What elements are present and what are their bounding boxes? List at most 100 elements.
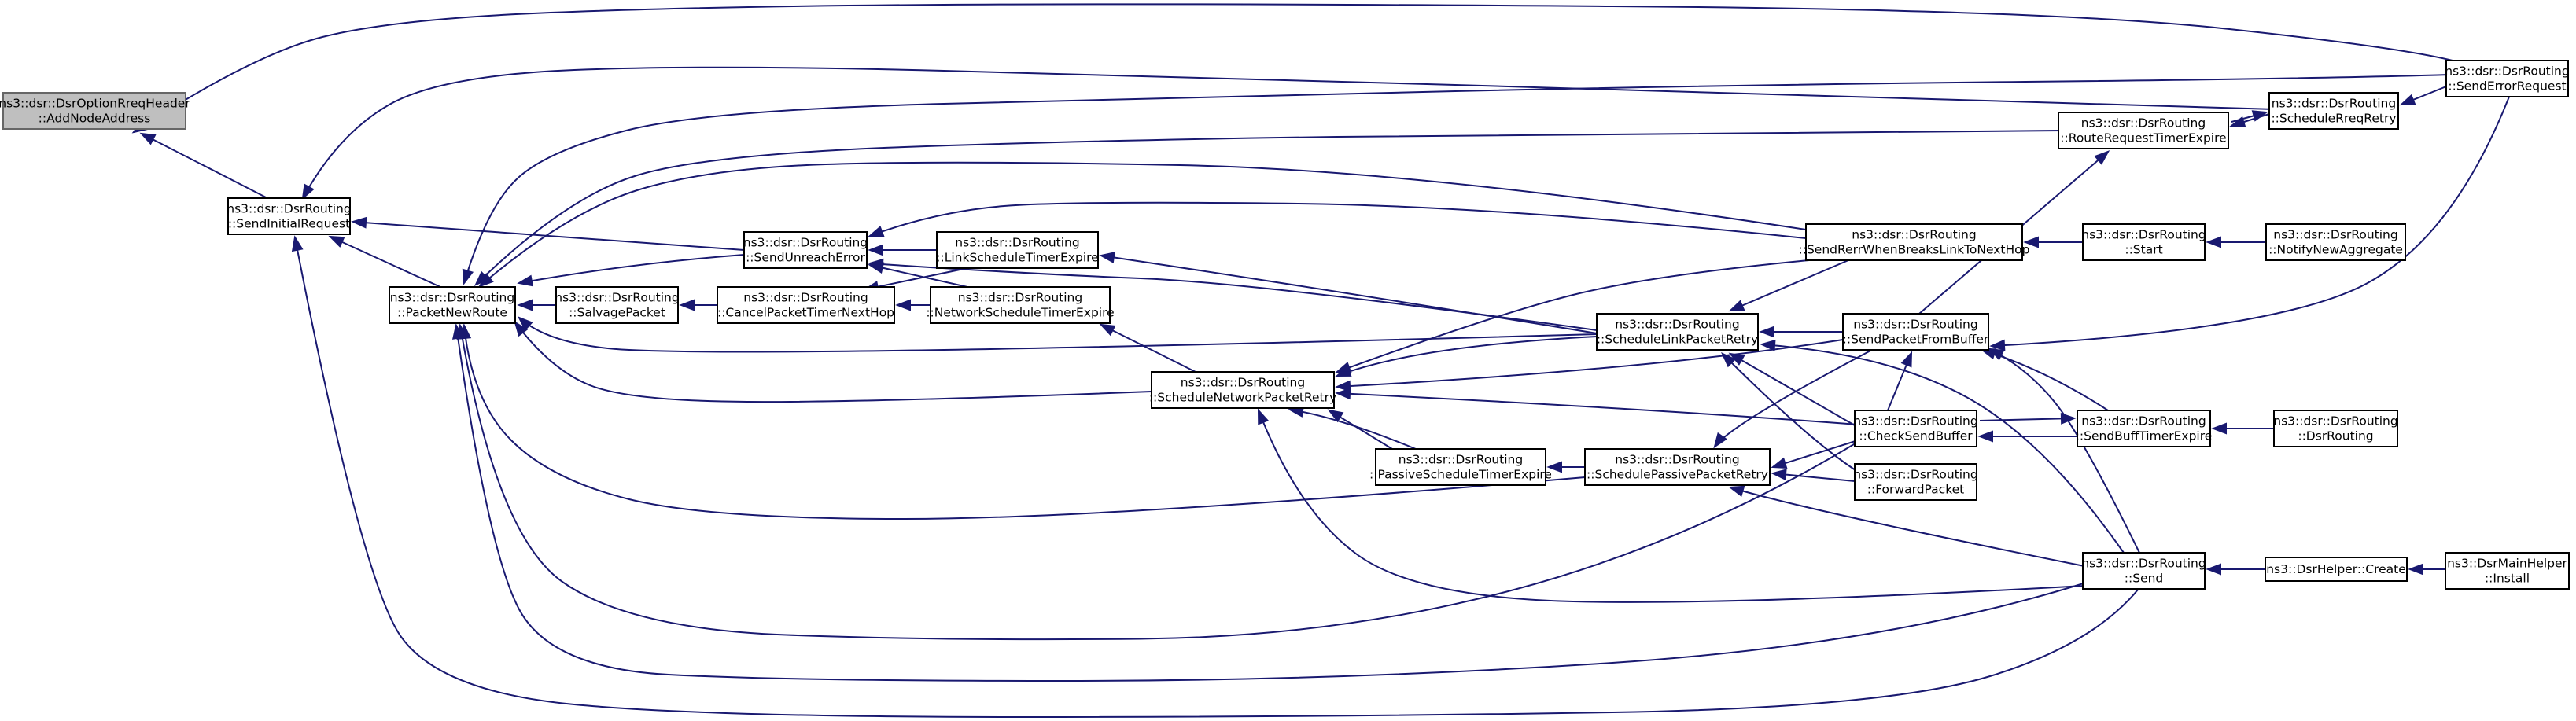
- edge-line: [455, 325, 2087, 682]
- node-box[interactable]: [936, 231, 1099, 269]
- node-sendbuff[interactable]: ns3::dsr::DsrRouting::SendBuffTimerExpir…: [2076, 410, 2213, 447]
- node-box[interactable]: [717, 286, 895, 324]
- node-box[interactable]: [2445, 552, 2570, 590]
- edge-send-to-sendpktbuf: [1988, 348, 2140, 554]
- node-ctor[interactable]: ns3::dsr::DsrRouting::DsrRouting: [2273, 410, 2398, 447]
- node-addnode[interactable]: ns3::dsr::DsrOptionRreqHeader::AddNodeAd…: [0, 92, 190, 130]
- node-install[interactable]: ns3::DsrMainHelper::Install: [2445, 552, 2570, 590]
- arrowhead: [139, 132, 157, 145]
- node-schednet[interactable]: ns3::dsr::DsrRouting::ScheduleNetworkPac…: [1149, 371, 1336, 409]
- node-box[interactable]: [2268, 92, 2399, 130]
- node-label-line: ns3::dsr::DsrRouting: [227, 202, 351, 216]
- edge-forward-to-schedlink: [1720, 351, 1859, 473]
- node-box[interactable]: [1842, 313, 1989, 351]
- edge-schednet-to-pktnew: [514, 320, 1152, 403]
- edge-line: [1979, 418, 2075, 421]
- node-create[interactable]: ns3::DsrHelper::Create: [2265, 557, 2408, 582]
- node-label-line: ns3::dsr::DsrRouting: [2445, 64, 2569, 79]
- arrowhead: [868, 244, 883, 256]
- node-label-line: ns3::dsr::DsrRouting: [2081, 557, 2206, 571]
- node-label-line: ::PassiveScheduleTimerExpire: [1369, 468, 1552, 482]
- node-box[interactable]: [1854, 463, 1977, 501]
- node-box[interactable]: [2445, 60, 2569, 97]
- node-box[interactable]: [930, 286, 1111, 324]
- node-checksend[interactable]: ns3::dsr::DsrRouting::CheckSendBuffer: [1853, 410, 1978, 447]
- node-label-line: ns3::dsr::DsrRouting: [1181, 376, 1305, 390]
- node-label-line: ns3::dsr::DsrRouting: [743, 236, 868, 250]
- edge-sendbuff-to-sendpktbuf: [1980, 348, 2109, 411]
- edge-senderror-to-sendpktbuf: [1989, 96, 2510, 351]
- node-label-line: ::Start: [2125, 243, 2162, 257]
- node-label-line: ::SendInitialRequest: [228, 217, 350, 231]
- edge-senderrwhen-to-schedlink: [1728, 259, 1849, 312]
- node-salvage[interactable]: ns3::dsr::DsrRouting::SalvagePacket: [555, 286, 680, 324]
- node-box[interactable]: [1805, 223, 2023, 261]
- node-box[interactable]: [555, 286, 679, 324]
- edge-send-to-schedpassive: [1728, 485, 2085, 567]
- arrowhead: [2251, 110, 2268, 122]
- node-label-line: ns3::dsr::DsrOptionRreqHeader: [0, 97, 190, 111]
- node-sendinit[interactable]: ns3::dsr::DsrRouting::SendInitialRequest: [227, 197, 352, 235]
- node-box[interactable]: [2082, 552, 2206, 590]
- node-routereq[interactable]: ns3::dsr::DsrRouting::RouteRequestTimerE…: [2058, 112, 2229, 149]
- node-notify[interactable]: ns3::dsr::DsrRouting::NotifyNewAggregate: [2265, 223, 2406, 261]
- node-box[interactable]: [2082, 223, 2206, 261]
- node-box[interactable]: [227, 197, 351, 235]
- node-start[interactable]: ns3::dsr::DsrRouting::Start: [2081, 223, 2206, 261]
- node-box[interactable]: [2273, 410, 2398, 447]
- edge-pktnew-to-sendinit: [328, 235, 441, 288]
- arrowhead: [2408, 563, 2423, 576]
- node-pktnew[interactable]: ns3::dsr::DsrRouting::PacketNewRoute: [389, 286, 516, 324]
- node-netsched[interactable]: ns3::dsr::DsrRouting::NetworkScheduleTim…: [926, 286, 1115, 324]
- node-senderrwhen[interactable]: ns3::dsr::DsrRouting::SendRerrWhenBreaks…: [1799, 223, 2030, 261]
- arrowhead: [868, 262, 885, 274]
- node-label-line: ns3::dsr::DsrRouting: [958, 291, 1082, 305]
- node-box[interactable]: [1151, 371, 1335, 409]
- arrowhead: [462, 268, 474, 285]
- node-label-line: ::PacketNewRoute: [397, 306, 507, 320]
- node-senderror[interactable]: ns3::dsr::DsrRouting::SendErrorRequest: [2445, 60, 2570, 97]
- edge-send-to-schedlink: [1760, 339, 2125, 554]
- arrowhead: [1335, 380, 1351, 392]
- node-box[interactable]: [1854, 410, 1977, 447]
- node-box[interactable]: [2265, 223, 2406, 261]
- node-box[interactable]: [1375, 448, 1546, 486]
- arrowhead: [517, 299, 533, 311]
- arrowhead: [1713, 432, 1727, 449]
- node-passivesched[interactable]: ns3::dsr::DsrRouting::PassiveScheduleTim…: [1369, 448, 1552, 486]
- node-box[interactable]: [2, 92, 186, 130]
- edge-senderrwhen-to-sendunreach: [868, 201, 1807, 239]
- edge-checksend-to-sendpktbuf: [1887, 351, 1913, 411]
- node-label-line: ns3::dsr::DsrRouting: [1853, 468, 1977, 482]
- node-schedrreq[interactable]: ns3::dsr::DsrRouting::ScheduleRreqRetry: [2268, 92, 2399, 130]
- node-forward[interactable]: ns3::dsr::DsrRouting::ForwardPacket: [1853, 463, 1978, 501]
- node-box[interactable]: [389, 286, 516, 324]
- node-linksched[interactable]: ns3::dsr::DsrRouting::LinkScheduleTimerE…: [936, 231, 1099, 269]
- node-box[interactable]: [1596, 313, 1759, 351]
- node-sendunreach[interactable]: ns3::dsr::DsrRouting::SendUnreachError: [743, 231, 868, 269]
- node-send[interactable]: ns3::dsr::DsrRouting::Send: [2081, 552, 2206, 590]
- edge-checksend-to-sendbuff: [1979, 412, 2077, 425]
- edge-line: [1100, 324, 1196, 373]
- edge-line: [869, 264, 968, 288]
- edge-schedlink-to-pktnew: [517, 316, 1598, 353]
- node-box[interactable]: [2077, 410, 2211, 447]
- node-sendpktbuf[interactable]: ns3::dsr::DsrRouting::SendPacketFromBuff…: [1842, 313, 1989, 351]
- node-box[interactable]: [1584, 448, 1771, 486]
- node-box[interactable]: [2058, 112, 2229, 149]
- arrowhead: [1759, 326, 1774, 338]
- node-cancelpkt[interactable]: ns3::dsr::DsrRouting::CancelPacketTimerN…: [717, 286, 895, 324]
- node-schedlink[interactable]: ns3::dsr::DsrRouting::ScheduleLinkPacket…: [1596, 313, 1759, 351]
- edge-send-to-schednet: [1257, 408, 2085, 603]
- edges-layer: [131, 3, 2510, 719]
- node-schedpassive[interactable]: ns3::dsr::DsrRouting::SchedulePassivePac…: [1584, 448, 1771, 486]
- edge-create-to-send: [2206, 563, 2265, 576]
- node-label-line: ::CancelPacketTimerNextHop: [717, 306, 894, 320]
- edge-passivesched-to-schednet: [1288, 406, 1417, 450]
- edge-line: [1258, 410, 2085, 603]
- node-box[interactable]: [743, 231, 868, 269]
- edge-line: [141, 133, 268, 199]
- node-box[interactable]: [2265, 557, 2408, 582]
- edge-line: [1991, 96, 2510, 347]
- arrowhead: [1988, 348, 2005, 361]
